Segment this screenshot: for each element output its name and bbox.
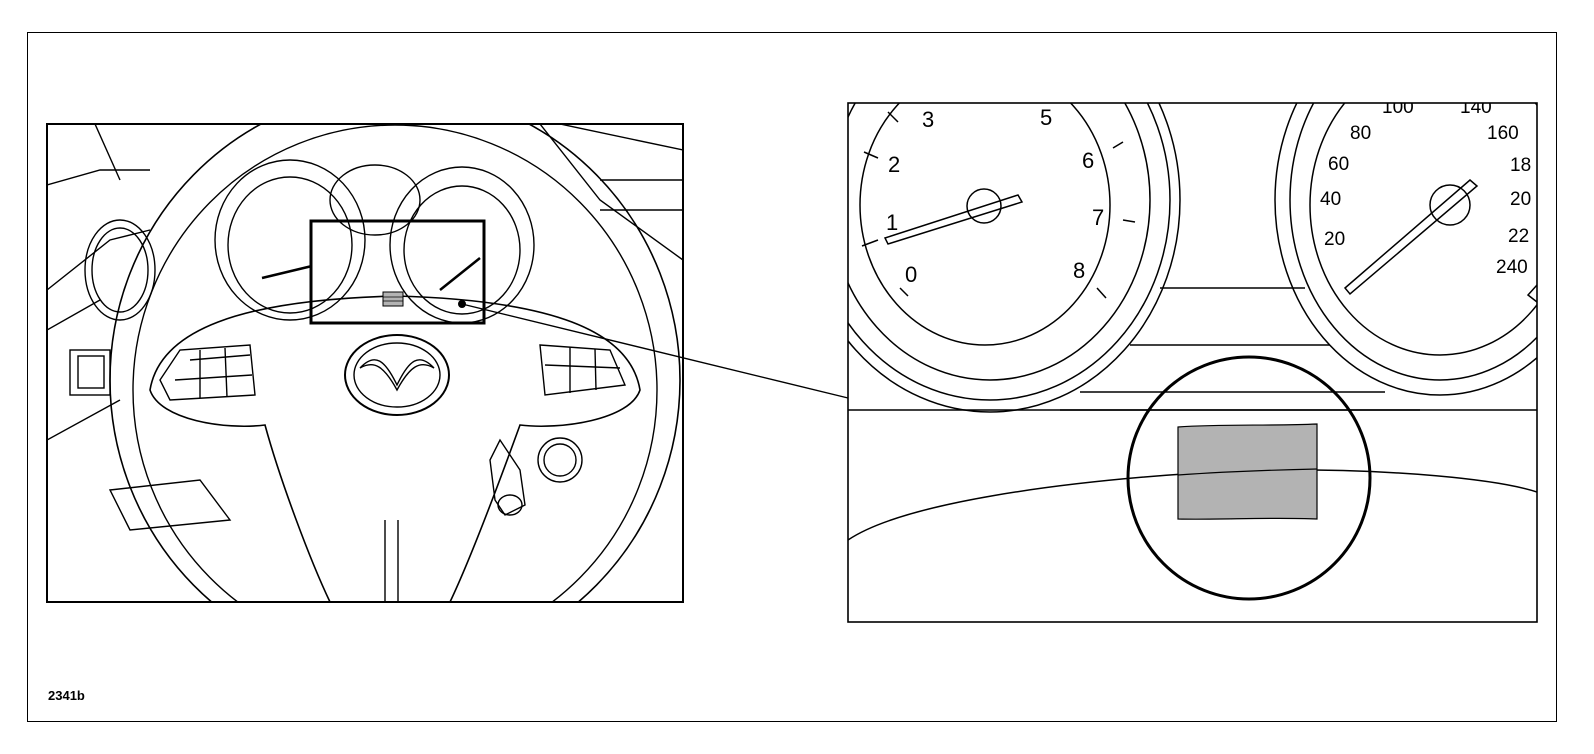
callout-line <box>461 303 849 399</box>
steering-wheel-overview <box>46 123 684 603</box>
tach-label-0: 0 <box>905 262 917 287</box>
tach-label-1: 1 <box>886 210 898 235</box>
tachometer-ring <box>848 103 1151 381</box>
figure-id: 2341b <box>48 688 85 703</box>
speed-label-140: 140 <box>1460 97 1492 118</box>
speed-label-160: 160 <box>1487 123 1519 144</box>
speedometer-pivot <box>1429 184 1471 226</box>
figure-border <box>27 32 1557 722</box>
tachometer-pivot <box>966 188 1002 224</box>
tachometer-needle <box>883 194 1024 245</box>
speed-label-100: 100 <box>1382 97 1414 118</box>
right-spoke-buttons <box>539 344 627 396</box>
tach-label-7: 7 <box>1092 205 1104 230</box>
speed-label-40: 40 <box>1320 189 1341 210</box>
speed-label-18: 18 <box>1510 155 1531 176</box>
tach-label-8: 8 <box>1073 258 1085 283</box>
tach-label-6: 6 <box>1082 148 1094 173</box>
speedometer-dial <box>1309 103 1537 356</box>
speed-label-22: 22 <box>1508 226 1529 247</box>
highlight-circle <box>1126 355 1372 601</box>
tach-label-3: 3 <box>922 107 934 132</box>
instrument-cluster-detail <box>847 102 1538 623</box>
speed-label-240: 240 <box>1496 257 1528 278</box>
tach-label-5: 5 <box>1040 105 1052 130</box>
side-vent <box>84 219 156 321</box>
left-spoke-buttons <box>159 344 256 401</box>
speedometer-needle <box>1343 179 1479 296</box>
wiper-stalk <box>489 438 526 516</box>
overview-panel <box>46 123 684 603</box>
tachometer-dial <box>859 103 1111 346</box>
detail-panel <box>847 102 1538 623</box>
tach-label-2: 2 <box>888 152 900 177</box>
speed-label-80: 80 <box>1350 123 1371 144</box>
speedometer-ring <box>1289 103 1537 381</box>
magnify-frame <box>309 219 486 325</box>
speed-label-60: 60 <box>1328 154 1349 175</box>
ignition-switch <box>537 437 583 483</box>
speed-label-20b: 20 <box>1510 189 1531 210</box>
indicator-small <box>382 291 404 307</box>
tachometer-hood <box>214 159 366 321</box>
wheel-hub <box>149 295 641 602</box>
mazda-logo <box>344 334 450 416</box>
speed-label-20: 20 <box>1324 229 1345 250</box>
